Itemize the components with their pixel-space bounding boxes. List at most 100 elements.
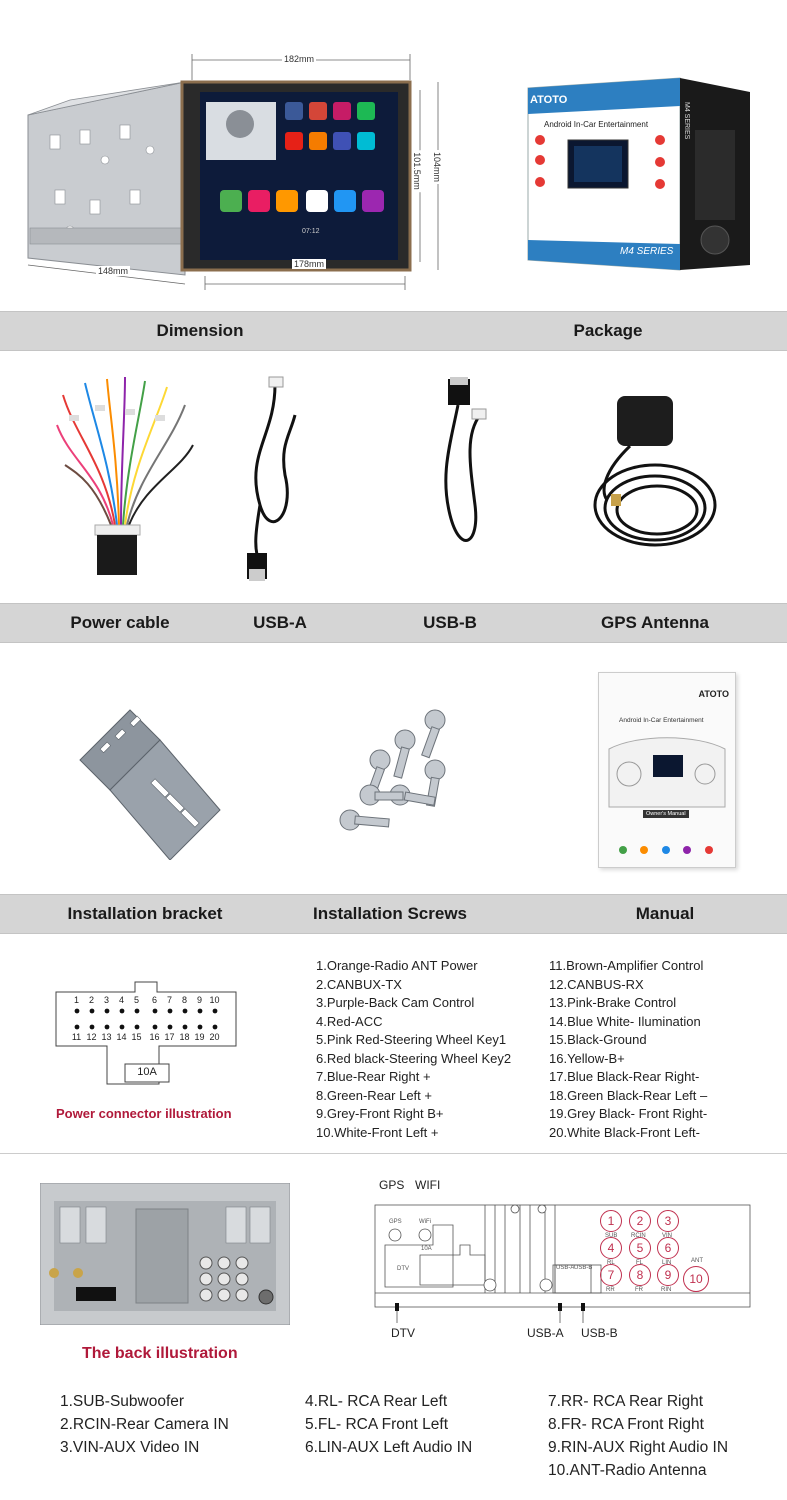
usb-b-port-small-label: USB-B [574, 1265, 593, 1271]
rca-label-lin: LIN [662, 1260, 672, 1266]
rca-number: 1 [607, 1214, 615, 1228]
package-tagline: Android In-Car Entertainment [544, 120, 649, 129]
rca-number: 8 [636, 1268, 644, 1282]
legend-item: 5.FL- RCA Front Left [305, 1416, 448, 1433]
pin-number: 13 [101, 1032, 112, 1042]
pin-number: 19 [194, 1032, 205, 1042]
legend-item: 7.RR- RCA Rear Right [548, 1393, 704, 1410]
power-cable-image [55, 375, 195, 585]
legend-item: 4.RL- RCA Rear Left [305, 1393, 448, 1410]
owners-manual-image: ATOTO Android In-Car Entertainment Owner… [598, 672, 736, 868]
wifi-label: WIFI [415, 1178, 441, 1192]
pin-item: 9.Grey-Front Right B+ [316, 1106, 444, 1121]
pin-item: 8.Green-Rear Left + [316, 1087, 432, 1103]
rca-number: 2 [636, 1214, 644, 1228]
package-brand: ATOTO [530, 94, 568, 106]
rca-port-7: 7 [600, 1264, 622, 1286]
legend-item: 10.ANT-Radio Antenna [548, 1462, 707, 1479]
power-connector-caption: Power connector illustration [56, 1106, 232, 1121]
legend-column-1: 1.SUB-Subwoofer 2.RCIN-Rear Camera IN 3.… [60, 1390, 229, 1459]
gps-port-small-label: GPS [389, 1219, 402, 1225]
legend-column-2: 4.RL- RCA Rear Left 5.FL- RCA Front Left… [305, 1390, 472, 1459]
rca-number: 5 [636, 1241, 644, 1255]
rca-port-4: 4 [600, 1237, 622, 1259]
band-label-manual: Manual [635, 904, 695, 923]
manual-dashboard-illustration [608, 737, 726, 808]
section-divider [0, 1153, 787, 1154]
pin-item: 4.Red-ACC [316, 1013, 383, 1029]
fuse-small-label: 10A [421, 1246, 432, 1252]
legend-item: 9.RIN-AUX Right Audio IN [548, 1439, 729, 1456]
back-panel-schematic: GPS WIFI GPS WiFi 10A DTV USB-A USB-B DT… [365, 1175, 760, 1345]
legend-item: 8.FR- RCA Front Right [548, 1416, 704, 1433]
legend-item: 3.VIN-AUX Video IN [60, 1439, 200, 1456]
rca-label-rr: RR [606, 1287, 615, 1293]
usb-b-cable-image [420, 375, 500, 585]
screen-clock: 07:12 [302, 228, 320, 235]
pin-number: 10 [209, 995, 220, 1005]
rca-label-vin: VIN [662, 1233, 673, 1239]
pin-item: 16.Yellow-B+ [549, 1050, 625, 1066]
pin-number: 3 [103, 995, 109, 1005]
manual-label: Owner's Manual [643, 810, 689, 818]
pin-item: 7.Blue-Rear Right + [316, 1069, 431, 1084]
pin-number: 9 [196, 995, 202, 1005]
legend-item: 1.SUB-Subwoofer [60, 1393, 185, 1410]
rca-label-rl: RL [607, 1260, 615, 1266]
pin-item: 12.CANBUS-RX [549, 976, 644, 992]
usb-a-cable-image [235, 375, 315, 585]
rca-label-rcin: RCIN [631, 1233, 646, 1239]
installation-screws-image [325, 700, 475, 840]
manual-title: Android In-Car Entertainment [619, 717, 704, 724]
pin-item: 19.Grey Black- Front Right- [549, 1106, 708, 1121]
rca-number: 3 [664, 1214, 672, 1228]
pin-list-left: 1.Orange-Radio ANT Power 2.CANBUX-TX 3.P… [316, 957, 511, 1142]
pin-number: 18 [179, 1032, 190, 1042]
legend-item: 2.RCIN-Rear Camera IN [60, 1416, 229, 1433]
dimension-front-width: 178mm [292, 259, 327, 269]
pin-item: 11.Brown-Amplifier Control [549, 958, 704, 973]
band-label-package: Package [573, 321, 643, 340]
usb-a-label: USB-A [527, 1326, 564, 1340]
pin-number: 5 [133, 995, 139, 1005]
pin-item: 13.Pink-Brake Control [549, 995, 677, 1010]
rca-label-rin: RIN [661, 1287, 672, 1293]
pin-item: 5.Pink Red-Steering Wheel Key1 [316, 1032, 507, 1047]
pin-item: 3.Purple-Back Cam Control [316, 995, 475, 1010]
section-band-accessories: Power cable USB-A USB-B GPS Antenna [0, 603, 787, 643]
rca-port-9: 9 [657, 1264, 679, 1286]
pin-number: 20 [209, 1032, 220, 1042]
pin-item: 1.Orange-Radio ANT Power [316, 958, 478, 973]
dimension-depth: 148mm [96, 266, 131, 276]
dtv-label: DTV [391, 1326, 415, 1340]
band-label-power-cable: Power cable [70, 613, 170, 632]
band-label-installation-bracket: Installation bracket [67, 904, 223, 923]
rca-number: 10 [689, 1272, 703, 1286]
section-band-installation: Installation bracket Installation Screws… [0, 894, 787, 934]
rca-label-fr: FR [635, 1287, 643, 1293]
back-panel-photo [39, 1182, 291, 1326]
pin-number: 17 [164, 1032, 175, 1042]
band-label-usb-a: USB-A [253, 613, 307, 632]
manual-brand: ATOTO [698, 689, 729, 699]
rca-number: 4 [607, 1241, 615, 1255]
pin-item: 15.Black-Ground [549, 1032, 647, 1047]
rca-port-1: 1 [600, 1210, 622, 1232]
pin-number: 1 [73, 995, 79, 1005]
band-label-gps-antenna: GPS Antenna [601, 613, 709, 632]
usb-a-port-small-label: USB-A [556, 1265, 575, 1271]
package-series: M4 SERIES [620, 246, 674, 257]
rca-label-sub: SUB [605, 1233, 618, 1239]
pin-number: 6 [151, 995, 157, 1005]
rca-label-fl: FL [636, 1260, 644, 1266]
pin-number: 2 [88, 995, 94, 1005]
pin-number: 11 [71, 1032, 82, 1042]
dimension-inner-height: 101.5mm [411, 150, 422, 192]
gps-antenna-image [585, 390, 725, 560]
installation-bracket-image [70, 700, 230, 861]
pin-item: 14.Blue White- Ilumination [549, 1013, 701, 1029]
rca-port-2: 2 [629, 1210, 651, 1232]
